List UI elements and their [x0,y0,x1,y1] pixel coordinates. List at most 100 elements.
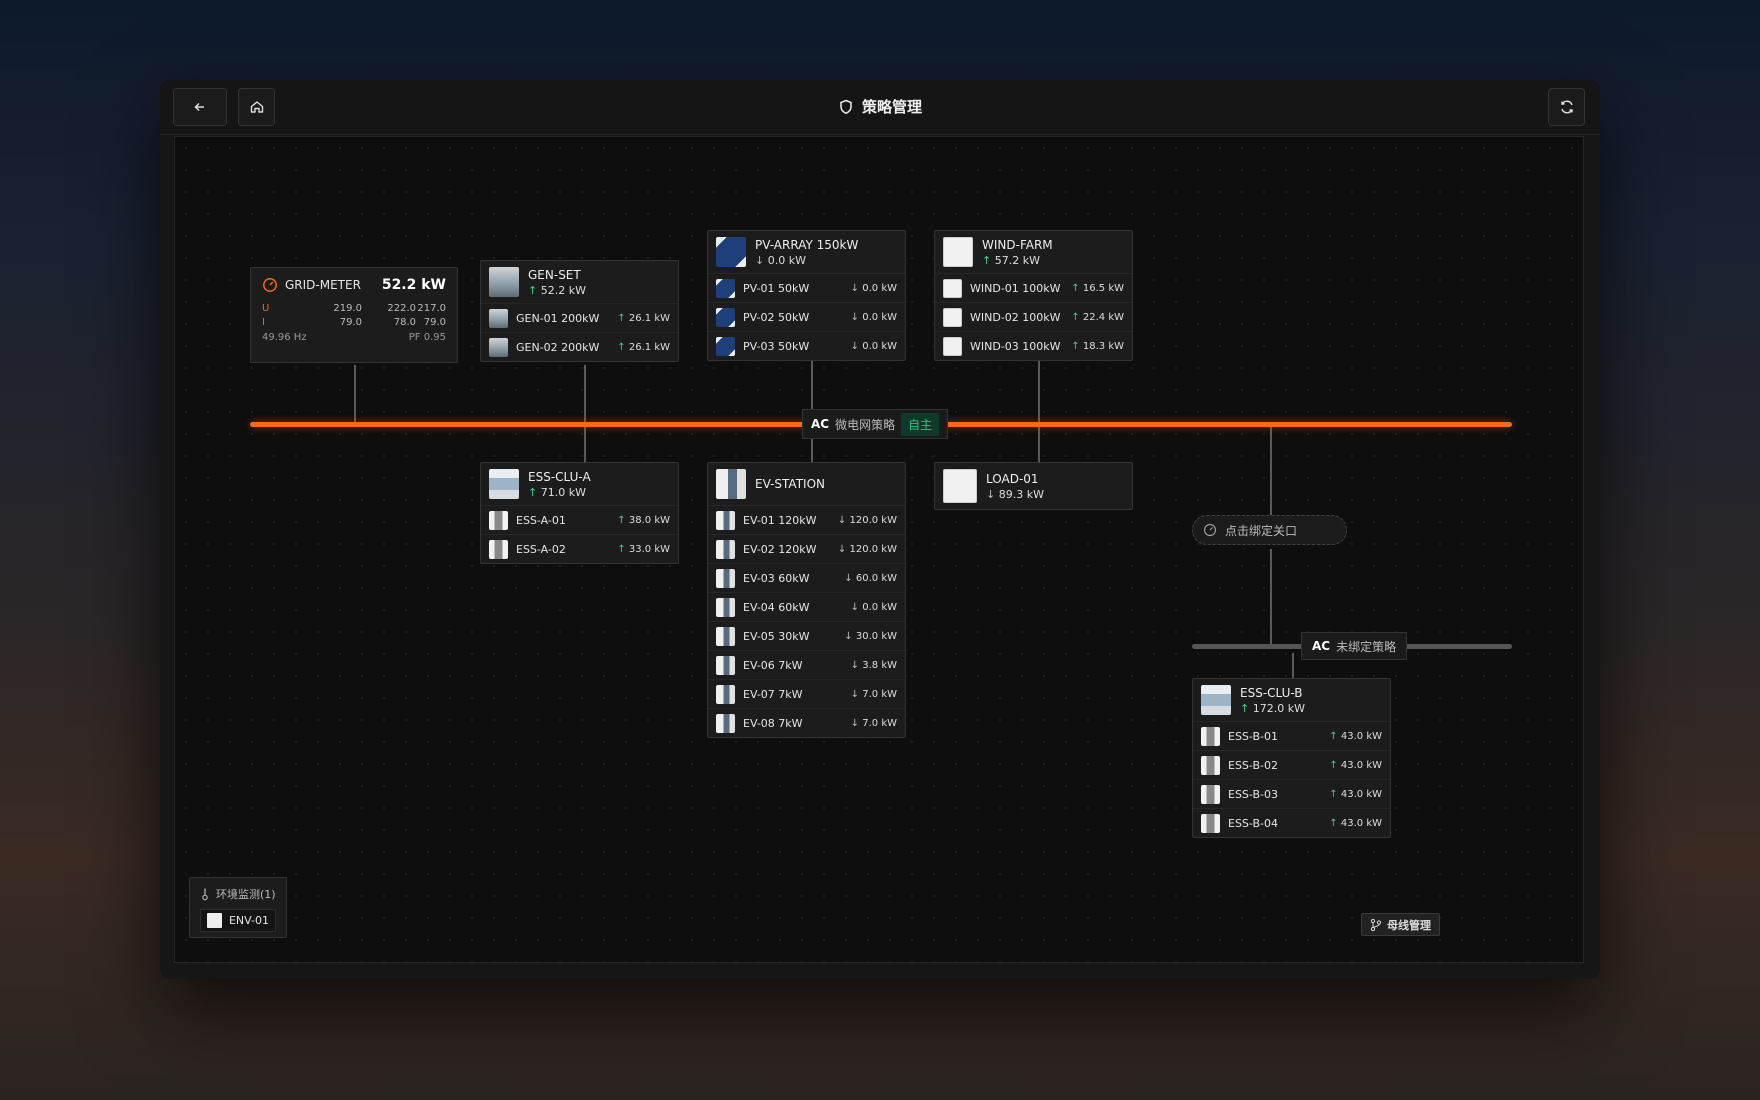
ess-a-header: ESS-CLU-A ↑ 71.0 kW [481,463,678,505]
list-item[interactable]: EV-08 7kW↓ 7.0 kW [708,708,905,737]
list-item[interactable]: GEN-02 200kW↑ 26.1 kW [481,332,678,361]
sub-bus-label[interactable]: AC 未绑定策略 [1301,632,1408,660]
list-item[interactable]: ESS-B-02↑ 43.0 kW [1193,750,1390,779]
ev-charger-icon [716,597,735,617]
pv-array-name: PV-ARRAY 150kW [755,237,859,252]
bind-port-label: 点击绑定关口 [1225,523,1298,538]
connector-bind-port-bottom [1270,549,1272,645]
list-item[interactable]: EV-01 120kW↓ 120.0 kW [708,505,905,534]
env-item[interactable]: ENV-01 [200,909,276,932]
ev-charger-icon [716,568,735,588]
list-item[interactable]: EV-05 30kW↓ 30.0 kW [708,621,905,650]
list-item[interactable]: ESS-B-03↑ 43.0 kW [1193,779,1390,808]
arrow-up-icon: ↑ [1329,759,1338,771]
env-item-label: ENV-01 [228,914,270,927]
ev-charger-icon [716,539,735,559]
ev-charger-icon [716,713,735,733]
arrow-down-icon: ↓ [844,630,853,642]
current-a: 79.0 [339,317,362,328]
connector-gen-set [584,365,586,423]
load-header: LOAD-01 ↓ 89.3 kW [935,463,1132,509]
voltage-a: 219.0 [333,303,362,314]
ess-b-card[interactable]: ESS-CLU-B ↑ 172.0 kW ESS-B-01↑ 43.0 kW E… [1192,678,1391,838]
arrow-up-icon: ↑ [1071,340,1080,352]
arrow-down-icon: ↓ [850,659,860,671]
arrow-down-icon: ↓ [850,688,860,700]
arrow-up-icon: ↑ [617,341,626,353]
battery-icon [1201,755,1220,775]
list-item[interactable]: PV-03 50kW↓ 0.0 kW [708,331,905,360]
list-item[interactable]: WIND-01 100kW↑ 16.5 kW [935,273,1132,302]
current-c: 79.0 [423,317,446,328]
back-button[interactable] [173,88,227,126]
main-bus-label[interactable]: AC 微电网策略 自主 [802,409,949,439]
app-window: 策略管理 AC 微电网策略 自主 点击绑定关口 A [160,80,1600,979]
ev-charger-icon [716,684,735,704]
ess-a-card[interactable]: ESS-CLU-A ↑ 71.0 kW ESS-A-01↑ 38.0 kW ES… [480,462,679,564]
bus-manage-button[interactable]: 母线管理 [1361,913,1440,936]
grid-meter-card[interactable]: GRID-METER 52.2 kW U 219.0 222.0 217.0 I… [250,267,458,363]
page-title-text: 策略管理 [861,98,922,116]
load-card[interactable]: LOAD-01 ↓ 89.3 kW [934,462,1133,510]
list-item[interactable]: ESS-A-02↑ 33.0 kW [481,534,678,563]
wind-turbine-icon [943,278,962,298]
battery-icon [489,510,508,530]
load-icon [943,469,977,503]
env-monitor-title: 环境监测(1) [216,888,276,901]
list-item[interactable]: GEN-01 200kW↑ 26.1 kW [481,303,678,332]
topology-canvas: AC 微电网策略 自主 点击绑定关口 AC 未绑定策略 GRID-METER 5… [174,136,1584,963]
list-item[interactable]: PV-01 50kW↓ 0.0 kW [708,273,905,302]
top-bar: 策略管理 [160,80,1600,135]
arrow-down-icon: ↓ [850,311,860,323]
frequency: 49.96 Hz [262,332,307,343]
arrow-down-icon: ↓ [850,282,860,294]
refresh-button[interactable] [1548,88,1585,126]
list-item[interactable]: EV-04 60kW↓ 0.0 kW [708,592,905,621]
list-item[interactable]: EV-07 7kW↓ 7.0 kW [708,679,905,708]
ev-station-card[interactable]: EV-STATION EV-01 120kW↓ 120.0 kW EV-02 1… [707,462,906,738]
voltage-c: 217.0 [417,303,446,314]
wind-turbine-icon [943,336,962,356]
list-item[interactable]: EV-03 60kW↓ 60.0 kW [708,563,905,592]
list-item[interactable]: WIND-03 100kW↑ 18.3 kW [935,331,1132,360]
list-item[interactable]: ESS-A-01↑ 38.0 kW [481,505,678,534]
main-bus-mode-badge: 自主 [901,412,940,436]
wind-turbine-icon [943,307,962,327]
pv-array-card[interactable]: PV-ARRAY 150kW ↓ 0.0 kW PV-01 50kW↓ 0.0 … [707,230,906,361]
list-item[interactable]: WIND-02 100kW↑ 22.4 kW [935,302,1132,331]
arrow-up-icon: ↑ [1329,730,1338,742]
current-b: 78.0 [393,317,416,328]
arrow-up-icon: ↑ [982,253,992,267]
current-label: I [262,317,265,328]
list-item[interactable]: PV-02 50kW↓ 0.0 kW [708,302,905,331]
arrow-up-icon: ↑ [528,283,538,297]
ev-station-name: EV-STATION [755,477,826,491]
connector-grid-meter [354,365,356,423]
env-monitor-panel: 环境监测(1) ENV-01 [189,877,287,938]
list-item[interactable]: EV-02 120kW↓ 120.0 kW [708,534,905,563]
bus-manage-label: 母线管理 [1387,918,1431,932]
wind-farm-card[interactable]: WIND-FARM ↑ 57.2 kW WIND-01 100kW↑ 16.5 … [934,230,1133,361]
arrow-up-icon: ↑ [528,485,538,499]
home-button[interactable] [238,88,275,126]
list-item[interactable]: EV-06 7kW↓ 3.8 kW [708,650,905,679]
list-item[interactable]: ESS-B-04↑ 43.0 kW [1193,808,1390,837]
connector-bind-port-top [1270,427,1272,515]
main-bus-strategy: 微电网策略 [835,417,896,432]
arrow-up-icon: ↑ [1329,817,1338,829]
generator-icon [489,267,519,297]
ev-charger-icon [716,655,735,675]
gen-set-card[interactable]: GEN-SET ↑ 52.2 kW GEN-01 200kW↑ 26.1 kW … [480,260,679,362]
page-title: 策略管理 [160,96,1600,117]
gen-set-name: GEN-SET [528,267,581,282]
bind-port-button[interactable]: 点击绑定关口 [1192,515,1347,545]
sensor-icon [207,913,222,928]
list-item[interactable]: ESS-B-01↑ 43.0 kW [1193,721,1390,750]
arrow-down-icon: ↓ [844,572,853,584]
wind-farm-power: 57.2 kW [994,253,1040,267]
arrow-down-icon: ↓ [986,487,996,501]
sub-bus-type: AC [1312,639,1331,653]
wind-turbine-icon [943,237,973,267]
battery-cluster-icon [1201,685,1231,715]
pv-array-power: 0.0 kW [767,253,806,267]
